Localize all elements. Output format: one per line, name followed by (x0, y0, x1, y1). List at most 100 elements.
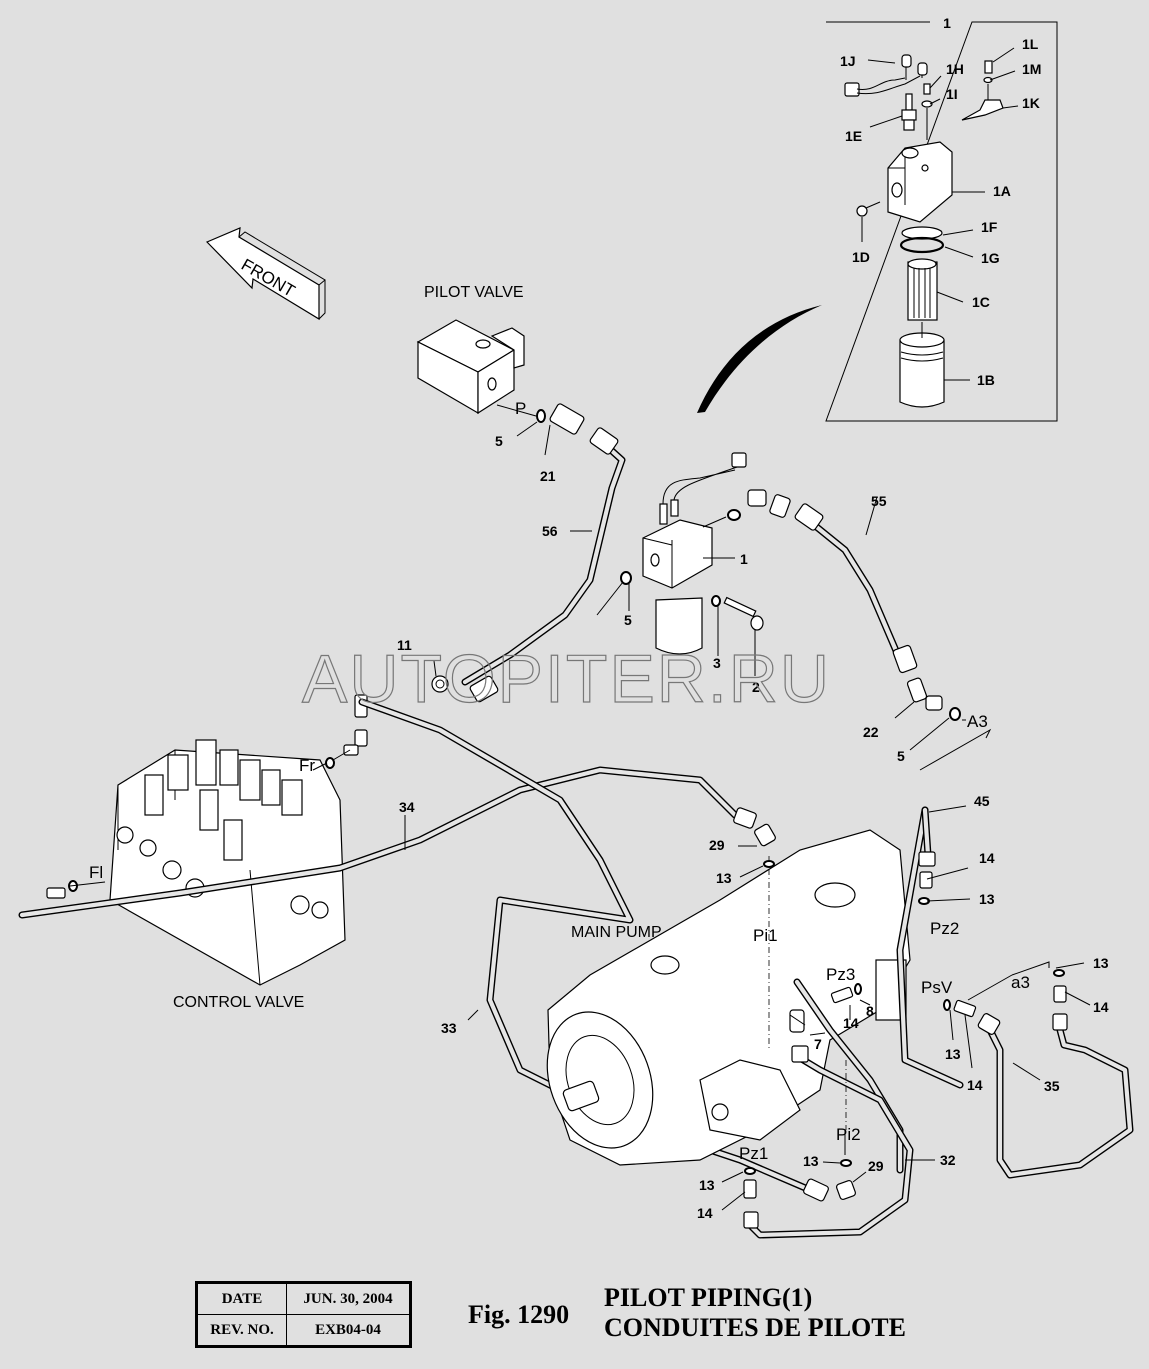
callout-35: 35 (1044, 1078, 1060, 1094)
callout-7: 7 (814, 1036, 822, 1052)
bolt-2-washer-3 (711, 595, 764, 631)
hose-56 (461, 427, 626, 703)
detail-box-title: 1 (943, 15, 951, 31)
callout-13: 13 (699, 1177, 715, 1193)
watermark: AUTOPITER.RU (302, 641, 831, 717)
pressure-switch-1e (901, 93, 917, 131)
screw-1h (921, 83, 933, 140)
port-fl: Fl (89, 863, 103, 882)
port-pz1: Pz1 (739, 1144, 768, 1163)
adapter-14-pz3 (830, 986, 854, 1004)
callout-2: 2 (752, 679, 760, 695)
callout-1g: 1G (981, 250, 1000, 266)
leader-lines (69, 404, 1091, 1211)
callout-1f: 1F (981, 219, 998, 235)
callout-1b: 1B (977, 372, 995, 388)
callout-55: 55 (871, 493, 887, 509)
callout-13: 13 (803, 1153, 819, 1169)
o-ring-5 (727, 509, 741, 521)
elbow-29 (754, 823, 776, 847)
hose-32 (743, 1045, 914, 1239)
detail-box-filter-assembly: 1 (825, 15, 1058, 422)
date-value: JUN. 30, 2004 (286, 1282, 411, 1315)
o-ring-8 (854, 983, 862, 995)
control-valve: CONTROL VALVE (109, 739, 346, 1011)
plug-1d (856, 201, 881, 242)
date-key: DATE (196, 1282, 287, 1315)
hose-pz (793, 978, 904, 1174)
callout-22: 22 (863, 724, 879, 740)
o-ring-13-psv (943, 999, 951, 1011)
hose-45 (896, 806, 964, 1089)
adapter-21 (549, 403, 585, 435)
port-pz3: Pz3 (826, 965, 855, 984)
callout-1d: 1D (852, 249, 870, 265)
callout-8: 8 (866, 1003, 874, 1019)
port-a3-lower: a3 (1011, 973, 1030, 992)
callout-1: 1 (740, 551, 748, 567)
callout-1c: 1C (972, 294, 990, 310)
o-ring-13 (763, 860, 775, 868)
figure-title: PILOT PIPING(1) CONDUITES DE PILOTE (604, 1283, 906, 1343)
callout-21: 21 (540, 468, 556, 484)
o-ring-5 (536, 409, 546, 423)
pilot-filter-unit-1 (642, 452, 747, 655)
bracket-1k (961, 60, 1004, 121)
o-ring-13-pz1 (744, 1167, 756, 1175)
port-a3-upper: A3 (967, 712, 988, 731)
filter-head-1a (887, 141, 953, 223)
callout-5: 5 (624, 612, 632, 628)
title-block-row-rev: REV. NO. EXB04-04 (196, 1314, 411, 1347)
callout-14: 14 (843, 1015, 859, 1031)
callout-29: 29 (868, 1158, 884, 1174)
fl-fitting (46, 880, 78, 899)
callout-14: 14 (697, 1205, 713, 1221)
title-block: DATE JUN. 30, 2004 REV. NO. EXB04-04 (195, 1281, 412, 1348)
pilot-valve: PILOT VALVE (416, 284, 525, 415)
elbow-22 (906, 677, 943, 711)
callout-5: 5 (897, 748, 905, 764)
o-ring-5 (949, 707, 961, 721)
callout-45: 45 (974, 793, 990, 809)
callout-56: 56 (542, 523, 558, 539)
adapter-14-pz1 (743, 1179, 757, 1199)
hose-34 (18, 766, 757, 919)
callout-numbers: 5 21 56 1 5 3 2 55 11 22 5 34 45 29 13 1… (397, 433, 1109, 1221)
port-pi1: Pi1 (753, 926, 778, 945)
rev-key: REV. NO. (196, 1314, 287, 1347)
figure-title-en: PILOT PIPING(1) (604, 1283, 813, 1312)
fitting-7 (789, 1009, 805, 1033)
port-fr: Fr (299, 756, 315, 775)
adapter-14-psv (953, 999, 977, 1018)
callout-1h: 1H (946, 61, 964, 77)
callout-1k: 1K (1022, 95, 1040, 111)
detail-pointer-arc (697, 305, 822, 413)
callout-33: 33 (441, 1020, 457, 1036)
callout-14: 14 (979, 850, 995, 866)
figure-title-fr: CONDUITES DE PILOTE (604, 1313, 906, 1342)
backup-ring-1g (899, 236, 945, 254)
callout-32: 32 (940, 1152, 956, 1168)
port-pz2: Pz2 (930, 919, 959, 938)
hose-55 (794, 503, 918, 674)
hose-35 (977, 1013, 1134, 1179)
elbow-adapter (747, 489, 791, 518)
callout-14: 14 (967, 1077, 983, 1093)
callout-1l: 1L (1022, 36, 1039, 52)
callout-13: 13 (979, 891, 995, 907)
port-p: P (515, 399, 526, 418)
callout-1a: 1A (993, 183, 1011, 199)
title-block-row-date: DATE JUN. 30, 2004 (196, 1282, 411, 1315)
main-pump-label: MAIN PUMP (571, 924, 662, 941)
filter-element-1c (907, 258, 938, 321)
adapter-14 (919, 871, 933, 889)
callout-29: 29 (709, 837, 725, 853)
rev-value: EXB04-04 (286, 1314, 411, 1347)
o-ring-13-a3 (1053, 969, 1065, 977)
callout-13: 13 (1093, 955, 1109, 971)
callout-1m: 1M (1022, 61, 1041, 77)
callout-13: 13 (716, 870, 732, 886)
port-psv: PsV (921, 978, 953, 997)
callout-14: 14 (1093, 999, 1109, 1015)
